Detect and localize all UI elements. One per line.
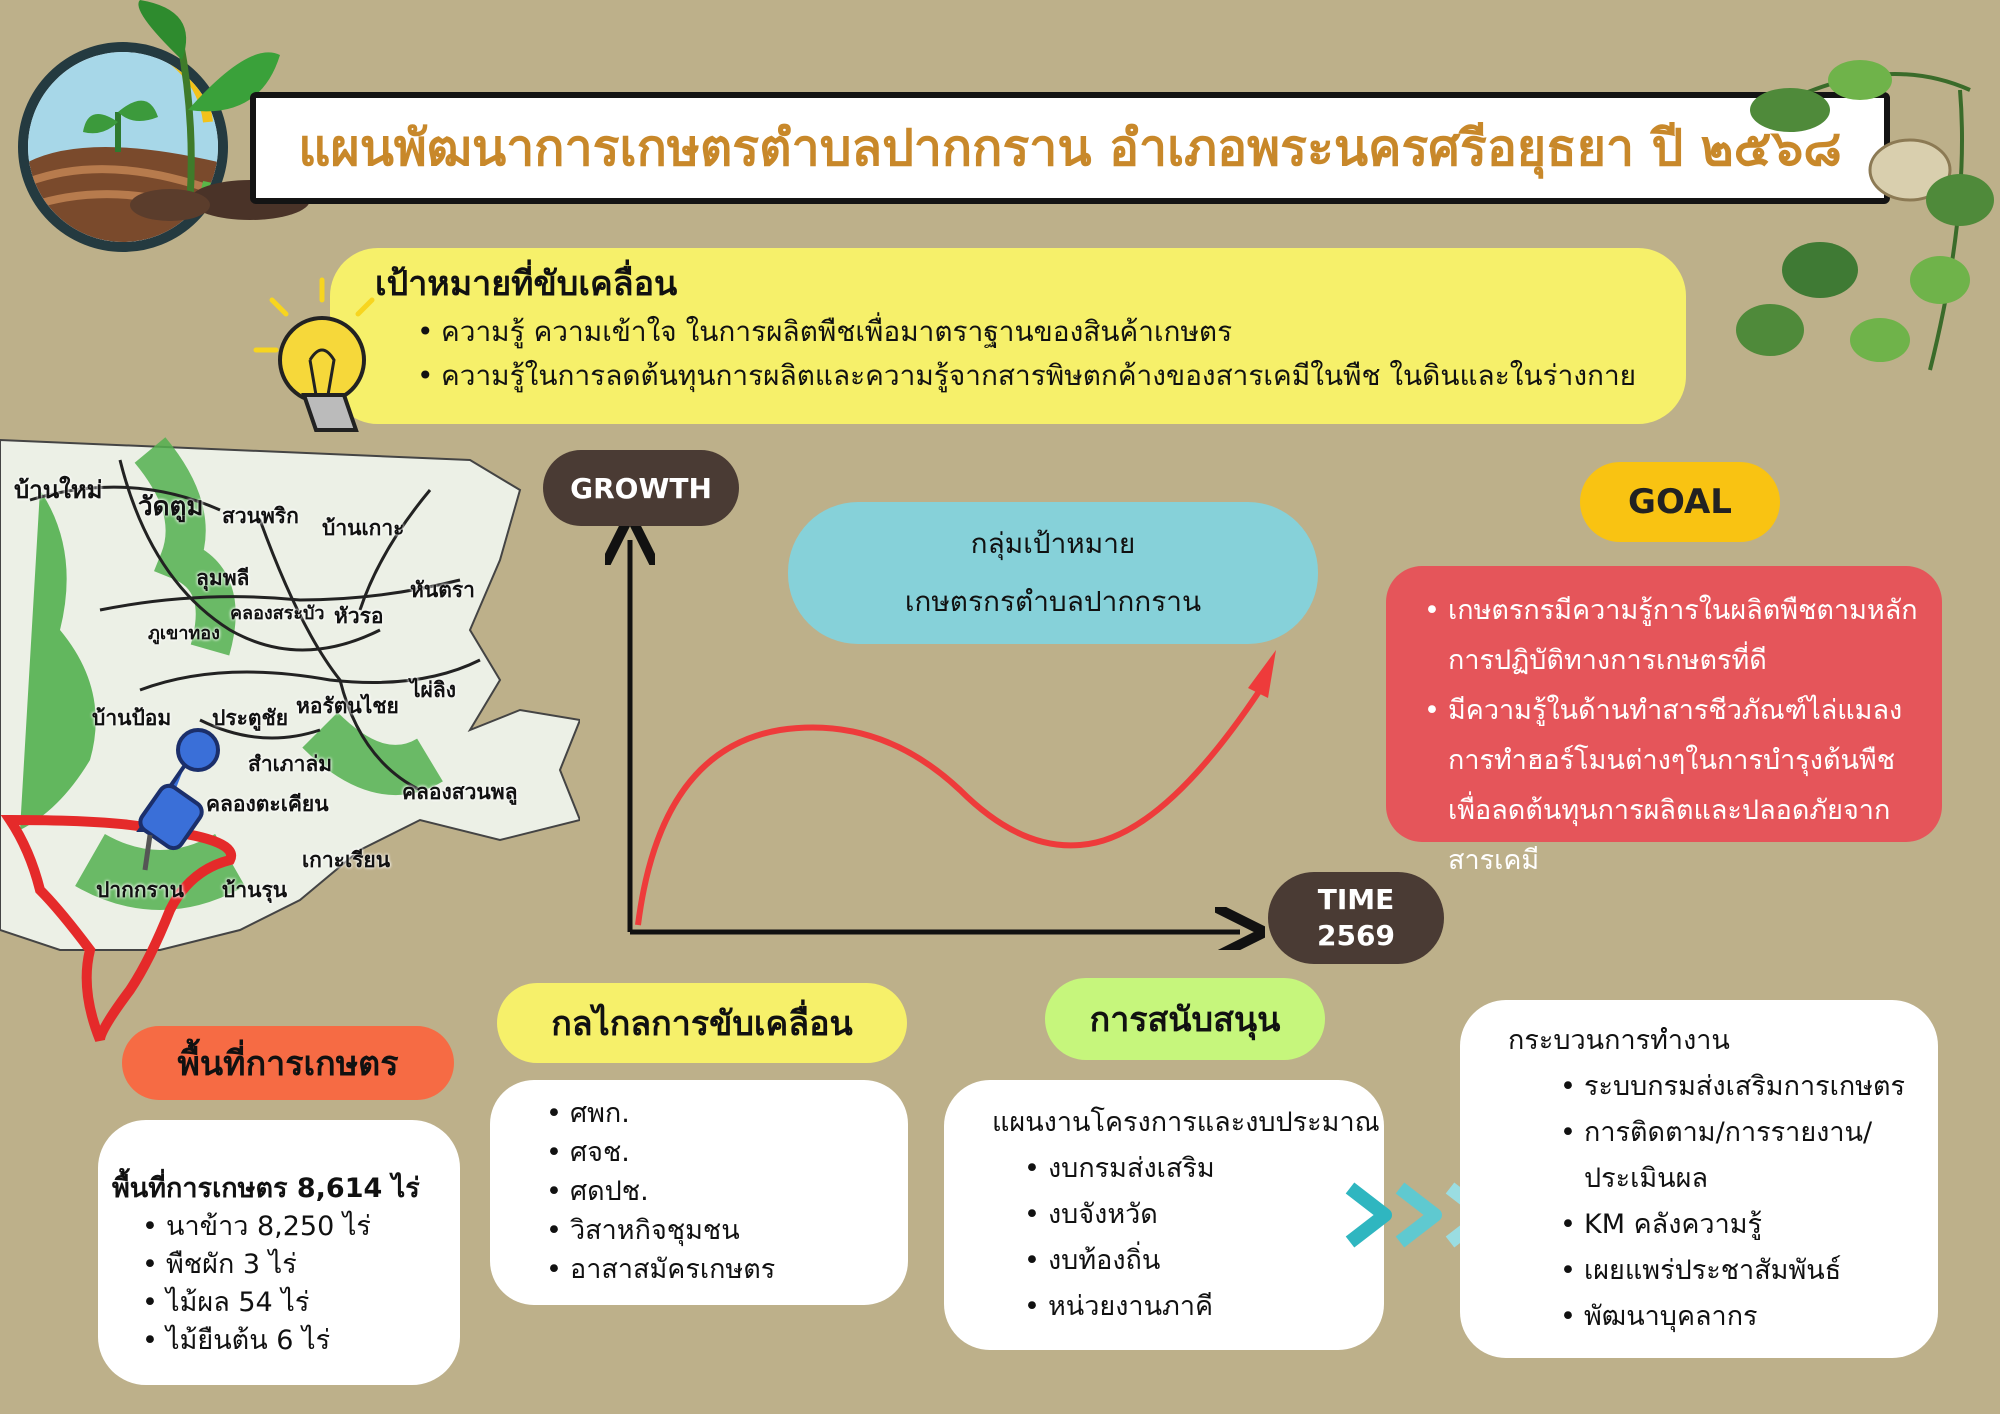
driving-goals-title: เป้าหมายที่ขับเคลื่อน	[375, 264, 678, 304]
process-item: พัฒนาบุคลากร	[1558, 1294, 1938, 1340]
area-item: นาข้าว 8,250 ไร่	[140, 1208, 460, 1246]
map-label: คลองสระบัว	[230, 603, 325, 624]
lightbulb-icon	[253, 277, 375, 432]
support-item: งบจังหวัด	[1022, 1192, 1384, 1238]
area-item: พืชผัก 3 ไร่	[140, 1246, 460, 1284]
support-item: หน่วยงานภาคี	[1022, 1284, 1384, 1330]
growth-arrow-head	[1248, 650, 1276, 698]
goal-outcome-item: เกษตรกรมีความรู้การในผลิตพืชตามหลักการปฏ…	[1422, 586, 1922, 686]
process-item: การติดตาม/การรายงาน/ประเมินผล	[1558, 1110, 1914, 1202]
work-process-panel: กระบวนการทำงาน ระบบกรมส่งเสริมการเกษตร ก…	[1460, 1000, 1938, 1358]
support-item: งบท้องถิ่น	[1022, 1238, 1384, 1284]
mechanism-item: อาสาสมัครเกษตร	[544, 1250, 908, 1289]
goal-item: ความรู้ในการลดต้นทุนการผลิตและความรู้จาก…	[415, 354, 1686, 398]
time-label-year: 2569	[1317, 919, 1395, 952]
title-bar: แผนพัฒนาการเกษตรตำบลปากกราน อำเภอพระนครศ…	[250, 92, 1890, 204]
map-label: หอรัตนไชย	[296, 694, 399, 718]
process-item: KM คลังความรู้	[1558, 1202, 1938, 1248]
location-pin-icon	[136, 728, 220, 871]
map-label: บ้านรุน	[222, 878, 288, 902]
mechanism-item: ศดปช.	[544, 1172, 908, 1211]
goal-label: GOAL	[1580, 462, 1780, 542]
process-item: เผยแพร่ประชาสัมพันธ์	[1558, 1248, 1938, 1294]
map-label: หันตรา	[410, 578, 475, 602]
growth-graph	[600, 520, 1276, 950]
target-group-value: เกษตรกรตำบลปากกราน	[904, 585, 1202, 618]
mechanism-item: ศจช.	[544, 1133, 908, 1172]
map-label: บ้านเกาะ	[322, 516, 405, 540]
mechanism-item: ศพก.	[544, 1094, 908, 1133]
growth-label: GROWTH	[543, 450, 739, 526]
mechanism-item: วิสาหกิจชุมชน	[544, 1211, 908, 1250]
map-label: ไผ่ลิง	[410, 678, 456, 702]
map-label: คลองสวนพลู	[402, 780, 518, 804]
time-label: TIME 2569	[1268, 872, 1444, 964]
target-group-box: กลุ่มเป้าหมาย เกษตรกรตำบลปากกราน	[788, 502, 1318, 644]
mechanism-label: กลไกลการขับเคลื่อน	[497, 983, 907, 1063]
map-label: หัวรอ	[334, 604, 384, 628]
work-process-heading: กระบวนการทำงาน	[1508, 1025, 1730, 1056]
map-label: ประตูชัย	[212, 706, 289, 730]
process-item: ระบบกรมส่งเสริมการเกษตร	[1558, 1064, 1938, 1110]
agricultural-area-label: พื้นที่การเกษตร	[122, 1026, 454, 1100]
goal-outcome-item: มีความรู้ในด้านทำสารชีวภัณฑ์ไล่แมลง การท…	[1422, 686, 1922, 886]
map-label: ภูเขาทอง	[148, 623, 220, 644]
map-label: บ้านป้อม	[92, 706, 172, 730]
target-group-title: กลุ่มเป้าหมาย	[970, 527, 1136, 560]
map-label: คลองตะเคียน	[206, 792, 329, 816]
map-label: ลุมพลี	[196, 566, 250, 590]
map-shape	[0, 437, 580, 1042]
support-panel: แผนงานโครงการและงบประมาณ งบกรมส่งเสริม ง…	[944, 1080, 1384, 1350]
area-map: บ้านใหม่ วัดตูม สวนพริก บ้านเกาะ ลุมพลี …	[0, 430, 580, 1050]
agricultural-area-panel: พื้นที่การเกษตร 8,614 ไร่ นาข้าว 8,250 ไ…	[98, 1120, 460, 1385]
support-heading: แผนงานโครงการและงบประมาณ	[992, 1107, 1380, 1138]
map-label: วัดตูม	[138, 492, 204, 522]
page-title: แผนพัฒนาการเกษตรตำบลปากกราน อำเภอพระนครศ…	[298, 118, 1842, 177]
area-item: ไม้ผล 54 ไร่	[140, 1284, 460, 1322]
time-label-text: TIME	[1317, 883, 1395, 916]
map-label: บ้านใหม่	[14, 476, 103, 504]
support-label: การสนับสนุน	[1045, 978, 1325, 1060]
map-label: สวนพริก	[222, 504, 299, 528]
driving-goals-panel: เป้าหมายที่ขับเคลื่อน ความรู้ ความเข้าใจ…	[330, 248, 1686, 424]
growth-curve	[635, 688, 1263, 926]
mechanism-panel: ศพก. ศจช. ศดปช. วิสาหกิจชุมชน อาสาสมัครเ…	[490, 1080, 908, 1305]
goal-panel: เกษตรกรมีความรู้การในผลิตพืชตามหลักการปฏ…	[1386, 566, 1942, 876]
goal-item: ความรู้ ความเข้าใจ ในการผลิตพืชเพื่อมาตร…	[415, 310, 1686, 354]
area-item: ไม้ยืนต้น 6 ไร่	[140, 1322, 460, 1360]
map-label: ปากกราน	[96, 878, 184, 902]
support-item: งบกรมส่งเสริม	[1022, 1146, 1384, 1192]
agricultural-area-total: พื้นที่การเกษตร 8,614 ไร่	[112, 1173, 420, 1204]
map-label: เกาะเรียน	[302, 848, 391, 872]
hanging-plant-icon	[1736, 60, 1994, 371]
map-label: สำเภาล่ม	[248, 752, 333, 776]
